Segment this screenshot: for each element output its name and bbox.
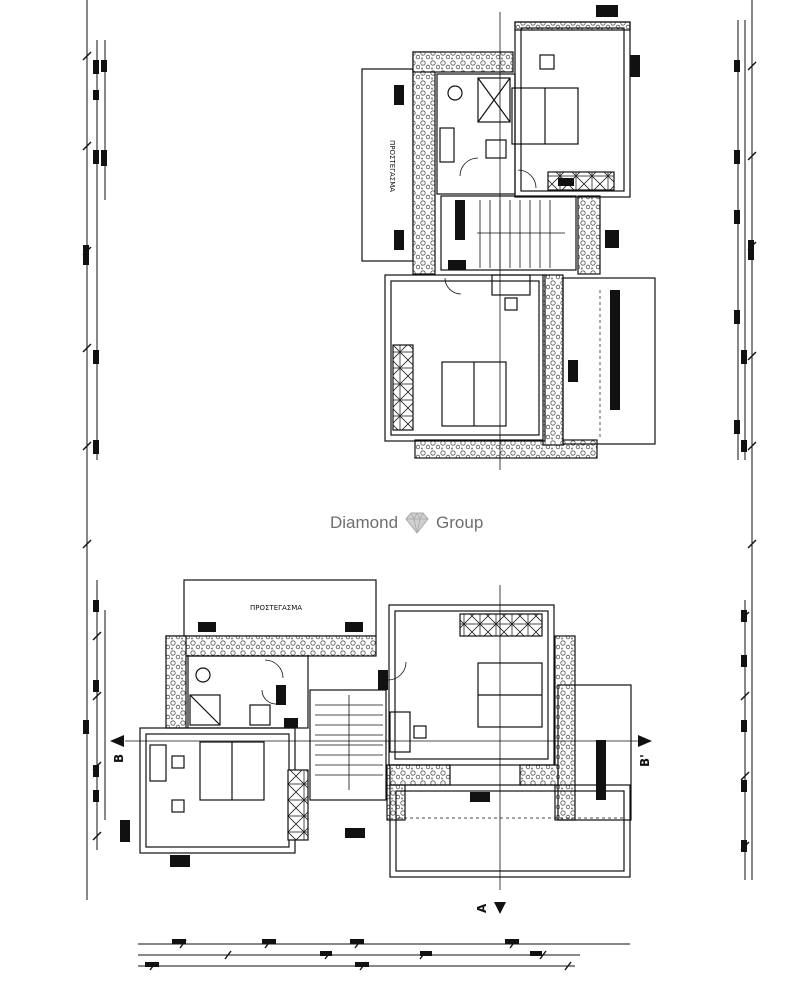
section-marker-b-prime: B': [638, 735, 652, 767]
lower-veranda-label: ΠΡΟΣΤΕΓΑΣΜΑ: [250, 604, 302, 612]
section-label-a: A: [475, 903, 489, 913]
diamond-icon: [405, 512, 429, 534]
lower-room-tags: [120, 622, 606, 867]
section-label-b: B: [112, 754, 126, 763]
watermark-text-left: Diamond: [330, 513, 399, 532]
section-marker-a: A: [475, 902, 506, 914]
watermark-text-right: Group: [436, 513, 484, 532]
dimension-lines: [86, 0, 753, 967]
dimension-numbers: [83, 60, 754, 967]
upper-floor-plan: [361, 12, 656, 470]
lower-floor-plan: [125, 579, 640, 890]
section-marker-b: B: [110, 735, 126, 763]
watermark: Diamond Group: [330, 508, 520, 538]
upper-veranda-label: ΠΡΟΣΤΕΓΑΣΜΑ: [388, 140, 396, 192]
section-label-b-prime: B': [638, 754, 652, 767]
upper-room-tags: [394, 5, 640, 410]
